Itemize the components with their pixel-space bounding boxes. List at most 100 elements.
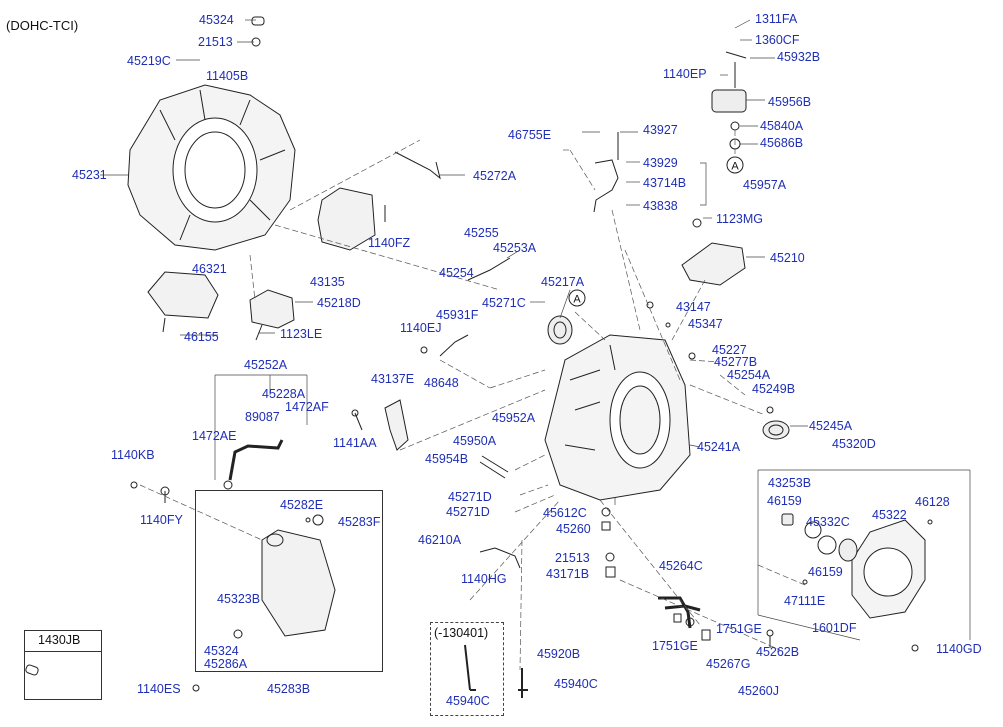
callout-1140ej: 1140EJ	[400, 321, 442, 335]
side-cover-45322-drawing	[851, 519, 926, 619]
callout-45253a: 45253A	[493, 241, 537, 255]
callout-1140es: 1140ES	[137, 682, 181, 696]
callout-43171b: 43171B	[546, 567, 590, 581]
callout-45217a: 45217A	[541, 275, 585, 289]
callout-48648: 48648	[424, 376, 459, 390]
callout-45957a: 45957A	[743, 178, 787, 192]
callout-45260j: 45260J	[738, 684, 780, 698]
callout-1472af: 1472AF	[285, 400, 329, 414]
bracket-45210-drawing	[681, 242, 746, 286]
callout-45254a: 45254A	[727, 368, 771, 382]
callout-1472ae: 1472AE	[192, 429, 237, 443]
callout-43147: 43147	[676, 300, 711, 314]
callout-45255: 45255	[464, 226, 499, 240]
callout-45323b: 45323B	[217, 592, 261, 606]
ref-marker-a-top	[726, 156, 744, 174]
callout-46210a: 46210A	[418, 533, 462, 547]
callout-1141aa: 1141AA	[333, 436, 377, 450]
callout-47111e: 47111E	[784, 594, 826, 608]
callout-45241a: 45241A	[697, 440, 741, 454]
callout-46155: 46155	[184, 330, 219, 344]
callout-45324-top: 45324	[199, 13, 234, 27]
callout-45219c: 45219C	[127, 54, 171, 68]
callout-45252a: 45252A	[244, 358, 288, 372]
callout-43838: 43838	[643, 199, 678, 213]
callout-45840a: 45840A	[760, 119, 804, 133]
transmission-case-drawing	[544, 334, 691, 501]
callout-45245a: 45245A	[809, 419, 853, 433]
callout-45920b: 45920B	[537, 647, 581, 661]
callout-43137e: 43137E	[371, 372, 415, 386]
callout-1123le: 1123LE	[280, 327, 323, 341]
callout-1140fz: 1140FZ	[368, 236, 411, 250]
legend-box-title: 1430JB	[38, 633, 81, 647]
callout-45286a: 45286A	[204, 657, 248, 671]
callout-45272a: 45272A	[473, 169, 517, 183]
callout-43253b: 43253B	[768, 476, 812, 490]
callout-21513-top: 21513	[198, 35, 233, 49]
legend-box-header	[24, 630, 102, 652]
callout-45686b: 45686B	[760, 136, 804, 150]
sensor-45940c-drawing	[464, 644, 476, 691]
callout-11405b: 11405B	[206, 69, 249, 83]
callout-46128: 46128	[915, 495, 950, 509]
callout-1123mg: 1123MG	[716, 212, 764, 226]
callout-1140ep: 1140EP	[663, 67, 707, 81]
seal-45217a-drawing	[547, 315, 573, 345]
callout-45267g: 45267G	[706, 657, 751, 671]
callout-45231: 45231	[72, 168, 107, 182]
rod-45272a-drawing	[394, 151, 441, 180]
callout-45264c: 45264C	[659, 559, 703, 573]
callout-45954b: 45954B	[425, 452, 469, 466]
callout-46159-bottom: 46159	[808, 565, 843, 579]
callout-1140gd: 1140GD	[936, 642, 982, 656]
callout-1140fy: 1140FY	[140, 513, 183, 527]
callout-45950a: 45950A	[453, 434, 497, 448]
option-box-130401	[430, 622, 504, 716]
callout-1751ge-left: 1751GE	[652, 639, 698, 653]
callout-45940c-left: 45940C	[446, 694, 490, 708]
callout-45210: 45210	[770, 251, 805, 265]
callout-45324-bottom: 45324	[204, 644, 239, 658]
filter-46321-drawing	[147, 271, 219, 319]
callout-1360cf: 1360CF	[755, 33, 800, 47]
variant-heading: (DOHC-TCI)	[6, 18, 79, 33]
callout-45320d: 45320D	[832, 437, 876, 451]
ref-marker-a-top-letter: A	[731, 161, 739, 173]
callout-45282e: 45282E	[280, 498, 324, 512]
callout-1601df: 1601DF	[812, 621, 857, 635]
callout-45271d-2: 45271D	[446, 505, 490, 519]
callout-45332c: 45332C	[806, 515, 850, 529]
callout-45932b: 45932B	[777, 50, 821, 64]
bracket-45218d-drawing	[249, 289, 295, 329]
callout-1311fa: 1311FA	[755, 12, 798, 26]
callout-46321: 46321	[192, 262, 227, 276]
callout-45218d: 45218D	[317, 296, 361, 310]
sensor-45956b-drawing	[711, 89, 747, 113]
callout-45283b: 45283B	[267, 682, 311, 696]
ref-marker-a-case	[568, 289, 586, 307]
callout-45952a: 45952A	[492, 411, 536, 425]
callout-45277b: 45277B	[714, 355, 758, 369]
ref-marker-a-case-letter: A	[573, 294, 581, 306]
seal-45245a-drawing	[762, 420, 790, 440]
callout-43927: 43927	[643, 123, 678, 137]
callout-1140kb: 1140KB	[111, 448, 155, 462]
lever-43929-drawing	[593, 159, 619, 213]
callout-45283f: 45283F	[338, 515, 381, 529]
callout-45249b: 45249B	[752, 382, 796, 396]
callout-45227: 45227	[712, 343, 747, 357]
callout-89087: 89087	[245, 410, 280, 424]
callout-45260: 45260	[556, 522, 591, 536]
cooler-pipe-drawing	[658, 596, 692, 629]
callout-1140hg: 1140HG	[461, 572, 507, 586]
callout-21513-mid: 21513	[555, 551, 590, 565]
valve-body-drawing	[261, 529, 336, 637]
oil-pipe-drawing	[228, 439, 284, 481]
callout-45254: 45254	[439, 266, 474, 280]
shield-43135-drawing	[317, 187, 376, 251]
callout-43135: 43135	[310, 275, 345, 289]
callout-45347: 45347	[688, 317, 723, 331]
callout-45956b: 45956B	[768, 95, 812, 109]
callout-45262b: 45262B	[756, 645, 800, 659]
